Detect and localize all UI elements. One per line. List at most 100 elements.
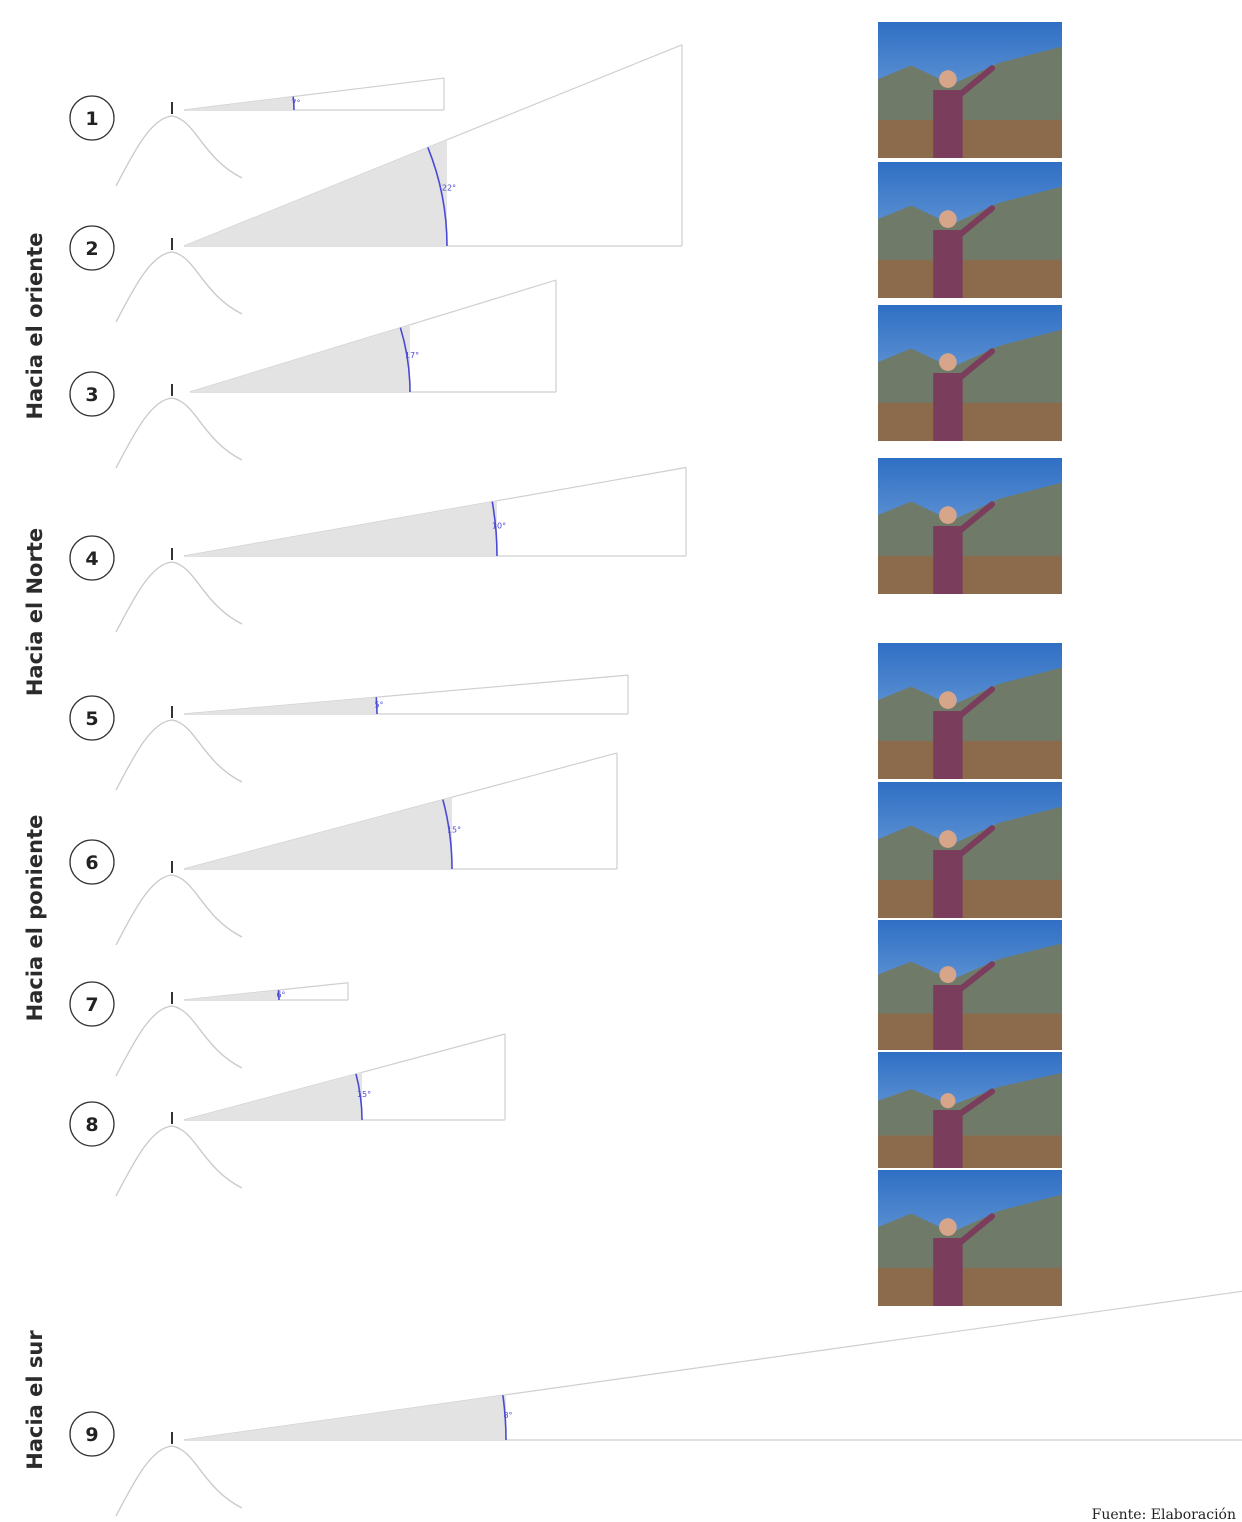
observation-number: 2 bbox=[85, 238, 98, 260]
photo-person-head bbox=[939, 353, 957, 371]
observation-number: 5 bbox=[85, 708, 98, 730]
observation-number-circle bbox=[69, 981, 115, 1027]
angle-label: 15° bbox=[447, 826, 461, 835]
photo-ground bbox=[878, 1013, 1062, 1050]
observation-4: 4 10° bbox=[69, 466, 687, 633]
photo-person-arm bbox=[955, 348, 996, 382]
photo-ground bbox=[878, 259, 1062, 298]
photo-person-body bbox=[933, 230, 963, 298]
photo-person-arm bbox=[955, 1088, 996, 1118]
observation-number-circle bbox=[69, 535, 115, 581]
angle-arc bbox=[442, 799, 453, 870]
observation-number-circle bbox=[69, 1411, 115, 1457]
observation-1: 1 7° bbox=[69, 77, 445, 187]
angle-arc bbox=[292, 96, 295, 111]
photo-person-head bbox=[939, 966, 957, 984]
observation-5: 5 5° bbox=[69, 674, 629, 791]
sight-line bbox=[183, 1033, 506, 1121]
observation-number: 8 bbox=[85, 1114, 98, 1136]
observation-number-circle bbox=[69, 1101, 115, 1147]
photo-person-head bbox=[939, 1218, 957, 1236]
photo-ground bbox=[878, 1135, 1062, 1168]
hill-outline bbox=[115, 719, 243, 791]
angle-arc bbox=[399, 327, 411, 393]
observation-number-circle bbox=[69, 95, 115, 141]
observation-6: 6 15° bbox=[69, 752, 618, 946]
angle-arc bbox=[491, 501, 498, 557]
hill-outline bbox=[115, 1125, 243, 1197]
angle-shade bbox=[184, 1394, 506, 1440]
observation-number: 7 bbox=[85, 994, 98, 1016]
observation-8: 815° bbox=[69, 1033, 506, 1197]
photo-person-body bbox=[933, 90, 963, 158]
photo-person-pointing bbox=[878, 920, 1062, 1050]
observation-number-circle bbox=[69, 695, 115, 741]
observation-7: 7 6° bbox=[69, 981, 349, 1077]
photo-ground bbox=[878, 119, 1062, 158]
observation-number-circle bbox=[69, 371, 115, 417]
observation-number: 6 bbox=[85, 852, 98, 874]
photo-person-body bbox=[933, 1110, 963, 1168]
photo-person-pointing bbox=[878, 458, 1062, 594]
photo-ground bbox=[878, 879, 1062, 918]
hill-outline bbox=[115, 251, 243, 323]
angle-label: 5° bbox=[374, 701, 383, 710]
angle-label: 10° bbox=[492, 522, 506, 531]
observation-number: 4 bbox=[85, 548, 98, 570]
photo-person-pointing bbox=[878, 1170, 1062, 1306]
angle-label: 22° bbox=[442, 184, 456, 193]
angle-label: 17° bbox=[405, 351, 419, 360]
photo-person-pointing bbox=[878, 162, 1062, 298]
photo-person-pointing bbox=[878, 1052, 1062, 1168]
photo-person-arm bbox=[955, 65, 996, 99]
photo-person-pointing bbox=[878, 782, 1062, 918]
observation-number-circle bbox=[69, 839, 115, 885]
angle-shade bbox=[190, 324, 410, 392]
photo-person-head bbox=[939, 70, 957, 88]
hill-outline bbox=[115, 561, 243, 633]
photo-person-head bbox=[939, 830, 957, 848]
photo-person-head bbox=[939, 210, 957, 228]
sight-line bbox=[183, 1290, 1242, 1441]
angle-shade bbox=[184, 797, 452, 869]
photo-ground bbox=[878, 402, 1062, 441]
angle-shade bbox=[184, 96, 294, 110]
group-label-oriente: Hacia el oriente bbox=[23, 232, 47, 419]
angle-label: 8° bbox=[503, 1411, 512, 1420]
photo-ground bbox=[878, 1267, 1062, 1306]
angle-arc bbox=[277, 989, 280, 1001]
photo-person-arm bbox=[955, 501, 996, 535]
sight-line bbox=[183, 674, 629, 715]
photo-ground bbox=[878, 555, 1062, 594]
photo-person-body bbox=[933, 985, 963, 1050]
photo-person-body bbox=[933, 711, 963, 779]
observation-number-circle bbox=[69, 225, 115, 271]
observation-number: 1 bbox=[85, 108, 98, 130]
photo-person-pointing bbox=[878, 22, 1062, 158]
hill-outline bbox=[115, 115, 243, 187]
photo-person-pointing bbox=[878, 305, 1062, 441]
angle-shade bbox=[184, 139, 447, 246]
observation-2: 2 22° bbox=[69, 44, 683, 323]
angle-label: 6° bbox=[276, 991, 285, 1000]
group-label-norte: Hacia el Norte bbox=[23, 528, 47, 696]
photo-person-head bbox=[939, 506, 957, 524]
observation-number: 9 bbox=[85, 1424, 98, 1446]
angle-label: 7° bbox=[291, 99, 300, 108]
photo-person-pointing bbox=[878, 643, 1062, 779]
photo-person-arm bbox=[955, 961, 996, 994]
hill-outline bbox=[115, 874, 243, 946]
photo-person-body bbox=[933, 850, 963, 918]
angle-arc bbox=[502, 1395, 507, 1441]
observation-9: 9 8° bbox=[69, 1290, 1242, 1517]
photo-ground bbox=[878, 740, 1062, 779]
group-label-poniente: Hacia el poniente bbox=[23, 815, 47, 1022]
observation-number: 3 bbox=[85, 384, 98, 406]
photo-person-head bbox=[939, 691, 957, 709]
hill-outline bbox=[115, 1445, 243, 1517]
angle-shade bbox=[184, 990, 279, 1000]
photo-person-body bbox=[933, 526, 963, 594]
group-label-sur: Hacia el sur bbox=[23, 1330, 47, 1470]
angle-shade bbox=[184, 697, 377, 714]
